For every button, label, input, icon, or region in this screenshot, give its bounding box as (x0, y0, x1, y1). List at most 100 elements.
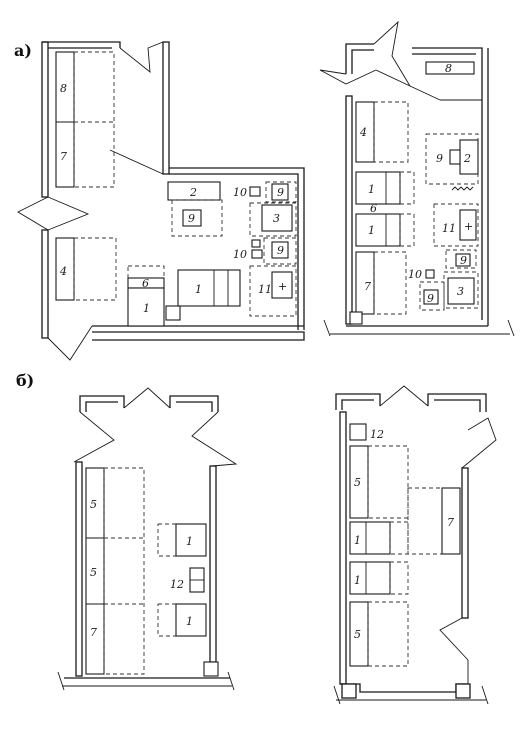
clearance-zone (399, 171, 415, 205)
clearance-zone (103, 467, 145, 675)
bed (55, 51, 75, 188)
plan-b-left: 5 5 7 1 12 1 (57, 387, 238, 691)
small-item (425, 269, 435, 279)
item-label: 1 (143, 302, 150, 315)
radiator (451, 186, 474, 191)
item-label: 8 (60, 82, 67, 95)
section-label-a: а) (14, 41, 32, 60)
chair (455, 253, 471, 267)
entrance-arrow (17, 196, 49, 231)
item-label: 7 (90, 626, 97, 639)
diagonal (191, 411, 238, 467)
item-label: + (464, 220, 473, 233)
item-label: 1 (186, 615, 193, 628)
wall (79, 395, 125, 412)
bed (175, 603, 207, 637)
clearance-zone (157, 603, 177, 637)
item-label: 1 (368, 224, 375, 237)
break-mark (227, 671, 235, 691)
clearance-zone (373, 251, 407, 315)
item-label: 1 (186, 535, 193, 548)
chair (449, 149, 461, 165)
small-item (251, 239, 261, 248)
clearance-zone (443, 271, 479, 309)
entrance-arrow (47, 196, 90, 231)
chair (271, 183, 289, 201)
wall (345, 95, 353, 325)
diagonal (439, 617, 469, 684)
clearance-zone (171, 199, 223, 237)
entrance-arrow (319, 69, 377, 85)
item-label: 11 (442, 222, 456, 235)
break-mark (333, 685, 341, 705)
wall (412, 47, 483, 320)
item-label: + (278, 280, 287, 293)
chair (271, 241, 289, 259)
wall (427, 393, 487, 412)
bed (441, 487, 461, 555)
wall (42, 41, 121, 48)
clearance-zone (157, 523, 177, 557)
diagonal (461, 417, 497, 469)
door-arrow (373, 20, 412, 88)
diagonal (73, 411, 115, 463)
column (341, 683, 357, 699)
plan-a-right: 8 4 9 2 1 6 1 11 + 7 9 (319, 20, 515, 337)
small-item (249, 186, 261, 197)
door-arrow (123, 387, 171, 409)
clearance-zone (389, 561, 409, 595)
item-label: 1 (354, 534, 361, 547)
item-label: 2 (463, 152, 471, 165)
item-label: 4 (59, 265, 67, 278)
bed (355, 213, 401, 247)
door-arrow (379, 385, 429, 407)
furniture (425, 61, 475, 75)
diagonal (409, 85, 441, 101)
bed (349, 561, 391, 595)
table (261, 204, 293, 232)
break-mark (507, 319, 515, 337)
item-label: 6 (370, 202, 377, 215)
chair (182, 209, 202, 227)
column (455, 683, 471, 699)
clearance-zone (433, 203, 479, 247)
small-item (165, 305, 181, 321)
item-label: 8 (445, 62, 452, 75)
bed (175, 523, 207, 557)
item-label: 3 (273, 212, 280, 225)
clearance-zone (263, 237, 297, 265)
bed (177, 269, 241, 307)
clearance-zone (367, 445, 409, 519)
clearance-zone (73, 237, 117, 301)
wall (335, 393, 381, 410)
item-label: 9 (427, 292, 434, 305)
wall (340, 683, 468, 693)
wall (41, 41, 49, 198)
clearance-zone (399, 213, 415, 247)
wall (351, 49, 374, 74)
item-label: 3 (457, 285, 464, 298)
section-label-b: б) (16, 371, 34, 390)
wall (169, 167, 305, 330)
item-label: 9 (277, 186, 284, 199)
desk (459, 209, 477, 241)
clearance-zone (367, 601, 409, 667)
wall (434, 399, 481, 412)
item-label: 5 (354, 628, 361, 641)
bed (349, 445, 369, 519)
door-arrow (119, 41, 164, 74)
item-label: 1 (195, 283, 202, 296)
plan-a-left: 8 7 4 2 9 10 9 3 10 9 6 1 (17, 41, 305, 361)
item-label: 7 (60, 150, 67, 163)
wall (92, 331, 305, 341)
door-arrow (47, 325, 93, 361)
plan-b-right: 12 5 7 1 1 5 (333, 385, 497, 705)
clearance-zone (373, 101, 409, 163)
desk (271, 271, 293, 299)
wall (341, 399, 374, 410)
item-label: 5 (90, 566, 97, 579)
item-label: 9 (188, 212, 195, 225)
item-label: 1 (368, 183, 375, 196)
item-label: 9 (436, 152, 443, 165)
